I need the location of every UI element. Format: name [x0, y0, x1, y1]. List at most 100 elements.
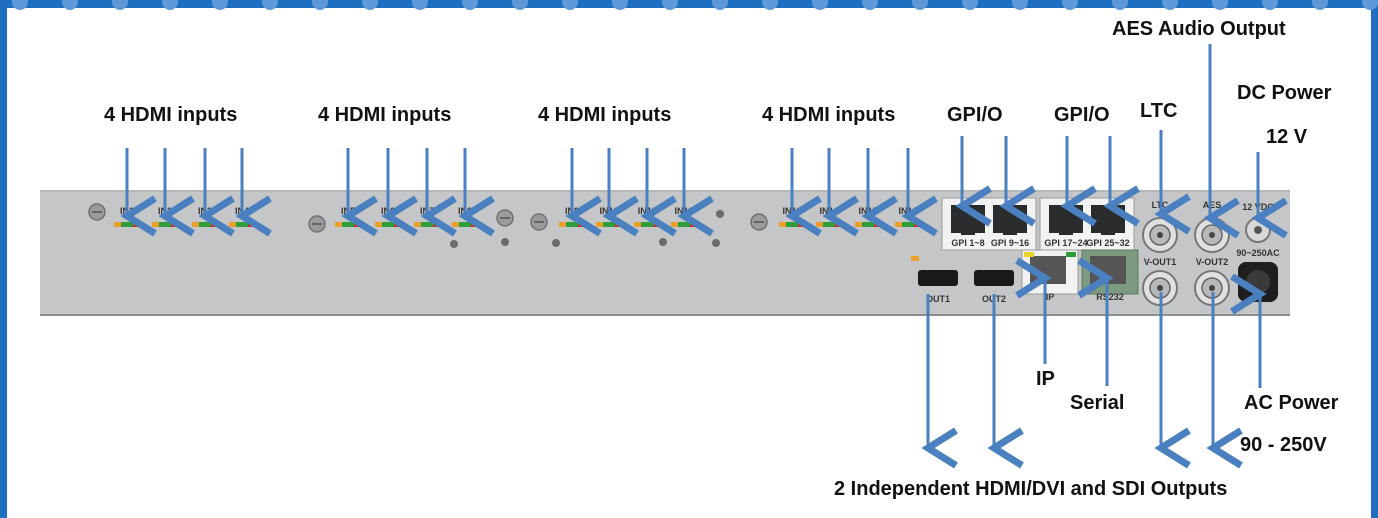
status-led [394, 222, 401, 227]
status-led [199, 222, 211, 227]
border-dot [962, 0, 978, 10]
status-led [421, 222, 433, 227]
border-dot [312, 0, 328, 10]
mount-hole [659, 238, 667, 246]
border-dot [412, 0, 428, 10]
mount-hole [716, 210, 724, 218]
dc-power-pin [1254, 226, 1262, 234]
vout1-bnc-pin [1157, 285, 1163, 291]
status-led [862, 222, 874, 227]
border-dot [12, 0, 28, 10]
status-led [855, 222, 862, 227]
hdmi-output-port [974, 270, 1014, 286]
status-led [895, 222, 902, 227]
rj45-latch [1059, 229, 1073, 235]
border-dot [662, 0, 678, 10]
status-led [816, 222, 823, 227]
border-dot [762, 0, 778, 10]
rs232-port-label: RS232 [1096, 292, 1124, 302]
rj45-latch [1101, 229, 1115, 235]
status-led [342, 222, 354, 227]
connector-label: 90~250AC [1236, 248, 1280, 258]
status-led [641, 222, 653, 227]
status-led [459, 222, 471, 227]
status-led [671, 222, 678, 227]
mount-hole [501, 238, 509, 246]
status-led [152, 222, 159, 227]
dc-power-label: DC Power [1237, 82, 1332, 104]
status-led [779, 222, 786, 227]
status-led [159, 222, 171, 227]
status-led [578, 222, 585, 227]
border-dot [1262, 0, 1278, 10]
gpi-port-label: GPI 9~16 [991, 238, 1029, 248]
ac-power-socket [1246, 270, 1270, 294]
gpio-2-label: GPI/O [1054, 104, 1110, 126]
ltc-bnc-pin [1157, 232, 1163, 238]
rj45-jack [951, 205, 985, 233]
ip-label: IP [1036, 368, 1055, 390]
ac-power-label: AC Power [1244, 392, 1339, 414]
border-dot [1162, 0, 1178, 10]
status-led [914, 222, 921, 227]
status-led [433, 222, 440, 227]
aes-audio-output-label: AES Audio Output [1112, 18, 1286, 40]
top-border-decoration [12, 0, 1378, 10]
status-led [874, 222, 881, 227]
status-led [690, 222, 697, 227]
gpi-port-label: GPI 25~32 [1086, 238, 1129, 248]
ltc-label: LTC [1140, 100, 1178, 122]
ip-led [1066, 252, 1076, 257]
border-dot [62, 0, 78, 10]
border-dot [862, 0, 878, 10]
border-dot [512, 0, 528, 10]
vout2-bnc-pin [1209, 285, 1215, 291]
status-led [798, 222, 805, 227]
serial-label: Serial [1070, 392, 1125, 414]
mount-hole [552, 239, 560, 247]
status-led [566, 222, 578, 227]
status-led [248, 222, 255, 227]
status-led [653, 222, 660, 227]
status-led [559, 222, 566, 227]
status-led [133, 222, 140, 227]
gpi-port-label: GPI 17~24 [1044, 238, 1087, 248]
border-dot [912, 0, 928, 10]
status-led [902, 222, 914, 227]
rj45-jack [1091, 205, 1125, 233]
border-dot [462, 0, 478, 10]
border-dot [612, 0, 628, 10]
status-led [375, 222, 382, 227]
status-led [823, 222, 835, 227]
status-led [678, 222, 690, 227]
status-led [911, 256, 919, 261]
border-dot [1062, 0, 1078, 10]
ip-port-jack [1030, 256, 1066, 284]
status-led [596, 222, 603, 227]
status-led [471, 222, 478, 227]
mount-hole [712, 239, 720, 247]
status-led [121, 222, 133, 227]
status-led [354, 222, 361, 227]
border-dot [1312, 0, 1328, 10]
status-led [382, 222, 394, 227]
status-led [452, 222, 459, 227]
border-dot [562, 0, 578, 10]
status-led [335, 222, 342, 227]
hdmi-output-port [918, 270, 958, 286]
rj45-jack [993, 205, 1027, 233]
status-led [603, 222, 615, 227]
hdmi-output-label: OUT1 [926, 294, 950, 304]
status-led [615, 222, 622, 227]
connector-label: V-OUT1 [1144, 257, 1177, 267]
mount-hole [450, 240, 458, 248]
status-led [192, 222, 199, 227]
border-dot [262, 0, 278, 10]
border-dot [1112, 0, 1128, 10]
dc-voltage-label: 12 V [1266, 126, 1308, 148]
border-dot [1012, 0, 1028, 10]
rj45-latch [961, 229, 975, 235]
status-led [835, 222, 842, 227]
status-led [634, 222, 641, 227]
